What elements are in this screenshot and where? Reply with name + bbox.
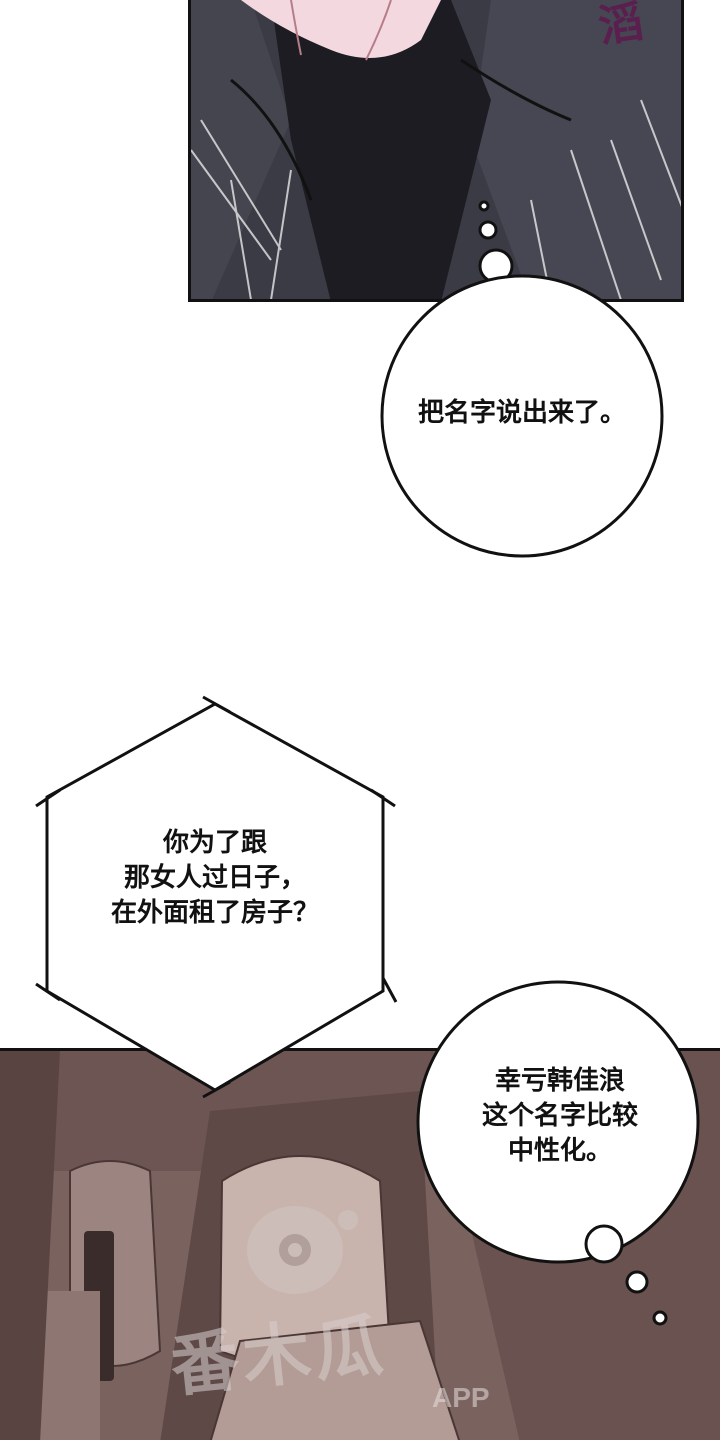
thought-bubble-1-text: 把名字说出来了。 xyxy=(417,398,626,428)
watermark-brand: 番木瓜 xyxy=(167,1305,391,1408)
watermark: 番木瓜 APP xyxy=(167,1190,500,1440)
watermark-logo-icon xyxy=(247,1206,358,1294)
thought-bubble-2-text: 幸亏韩佳浪 这个名字比较 中性化。 xyxy=(481,1066,638,1167)
hexagon-bubble-text: 你为了跟 那女人过日子， 在外面租了房子？ xyxy=(110,828,319,929)
top-panel xyxy=(188,0,684,302)
sfx-text: 滔 xyxy=(595,0,646,53)
jacket-illustration xyxy=(191,0,681,299)
watermark-app: APP xyxy=(432,1382,490,1413)
